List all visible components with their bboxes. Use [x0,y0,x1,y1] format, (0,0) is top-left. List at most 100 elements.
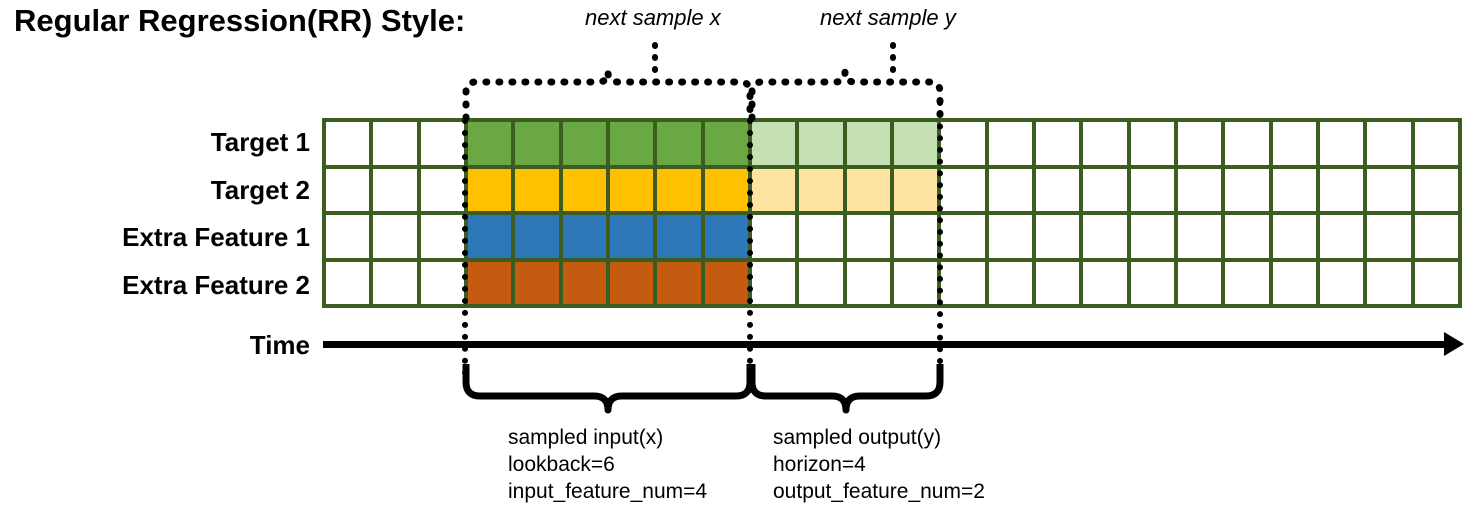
brace-sampled-output [748,364,944,414]
grid-cell [373,122,417,165]
grid-cell [1272,122,1316,165]
grid-cell [1319,261,1364,304]
grid-cell [941,168,985,211]
grid-cell [846,168,890,211]
grid-cell [326,215,370,258]
grid-cell [609,261,654,304]
grid-cell [941,122,985,165]
grid-cell [846,261,890,304]
grid-cell [657,261,701,304]
annotation-output-heading: sampled output(y) [773,426,942,449]
grid-cell [1367,122,1411,165]
grid-cell [988,215,1032,258]
row-label-extra-feature-1: Extra Feature 1 [122,222,310,252]
grid-cell [1035,215,1080,258]
grid-cell [515,215,559,258]
grid-cell [751,261,796,304]
grid-cell [1272,215,1316,258]
grid-cell [1130,261,1174,304]
grid-cell [515,168,559,211]
annotation-sampled-input: sampled input(x) lookback=6 input_featur… [508,424,707,505]
grid-cell [1177,215,1222,258]
grid-cell [1130,122,1174,165]
row-label-target-1: Target 1 [210,127,310,157]
grid-cell [562,168,606,211]
time-axis-line [323,341,1451,348]
grid-cell [1083,215,1127,258]
grid-cell [1177,122,1222,165]
grid-cell [420,168,464,211]
annotation-input-lookback: lookback=6 [508,453,615,476]
grid-cell [1177,261,1222,304]
grid-cell [704,122,748,165]
annotation-output-horizon: horizon=4 [773,453,866,476]
grid-cell [893,215,938,258]
grid-cell [1414,122,1458,165]
annotation-sampled-output: sampled output(y) horizon=4 output_featu… [773,424,985,505]
grid-cell [893,168,938,211]
grid-cell [704,261,748,304]
grid-cell [1130,215,1174,258]
grid-cell [657,215,701,258]
brace-sampled-input [462,364,754,414]
callout-next-sample-y: next sample y [820,5,956,30]
grid-cell [988,261,1032,304]
grid-cell [1083,122,1127,165]
grid-cell [1367,168,1411,211]
grid-cell [846,215,890,258]
grid-cell [467,215,512,258]
grid-cell [704,168,748,211]
grid-cell [420,261,464,304]
grid-cell [1083,261,1127,304]
grid-cell [326,261,370,304]
grid-cell [562,261,606,304]
grid-cell [1414,168,1458,211]
grid-cell [657,168,701,211]
grid-cell [467,122,512,165]
grid-cell [326,168,370,211]
grid-cell [467,168,512,211]
grid-cell [1414,261,1458,304]
row-label-target-2: Target 2 [210,175,310,205]
grid-cell [562,122,606,165]
grid-cell [1035,122,1080,165]
grid-cell [751,168,796,211]
grid-cell [657,122,701,165]
grid-cell [1083,168,1127,211]
grid-cell [1225,168,1269,211]
grid-cell [799,168,843,211]
grid-cell [420,122,464,165]
top-brace-group [462,41,944,122]
grid-cell [704,215,748,258]
grid-cell [799,122,843,165]
grid-cell [893,122,938,165]
bottom-brace-group [462,364,944,414]
grid-cell [609,215,654,258]
grid-cell [1177,168,1222,211]
grid-cell [1367,261,1411,304]
brace-next-sample-x [462,71,754,122]
axis-label-time: Time [249,330,310,360]
guide-line-input-start [461,118,468,376]
grid-cell [1035,168,1080,211]
annotation-input-heading: sampled input(x) [508,426,664,449]
grid-cell [1319,168,1364,211]
grid-cell [1130,168,1174,211]
grid-cell [1367,215,1411,258]
callout-next-sample-x: next sample x [585,5,721,30]
grid-cell [373,215,417,258]
grid-cell [751,122,796,165]
grid-cell [1035,261,1080,304]
grid-cell [988,122,1032,165]
grid-cell [1225,215,1269,258]
grid-cell [1319,215,1364,258]
grid-cell [846,122,890,165]
row-label-extra-feature-2: Extra Feature 2 [122,270,310,300]
grid-cell [941,261,985,304]
timeseries-grid [322,118,1462,308]
page-title: Regular Regression(RR) Style: [14,3,466,38]
grid-cell [1225,122,1269,165]
guide-line-input-end [746,118,753,376]
guide-line-output-end [936,100,943,376]
